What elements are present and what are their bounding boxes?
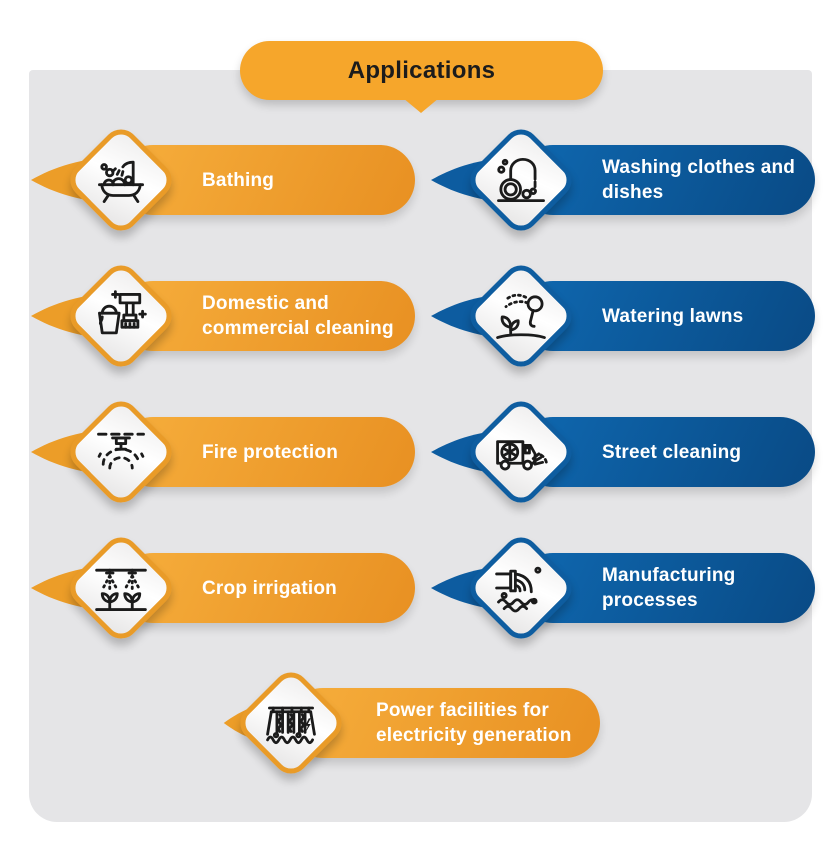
item-label: Power facilities for electricity generat… [376,700,572,746]
item-watering: Watering lawns [430,258,815,374]
item-bathing: Bathing [30,122,415,238]
item-label: Bathing [202,169,275,191]
icon-diamond [63,394,179,510]
sprayer-plant-icon [491,286,551,346]
bucket-brush-icon [91,286,151,346]
item-label: Manufacturing processes [602,565,736,611]
faucet-dishes-icon [491,150,551,210]
item-label: Fire protection [202,441,339,463]
item-label: Watering lawns [602,305,744,327]
sweeper-truck-icon [491,422,551,482]
header-pointer-icon [403,98,439,113]
icon-diamond [63,530,179,646]
hydro-dam-icon [261,693,321,753]
item-street-cleaning: Street cleaning [430,394,815,510]
irrigation-pipe-icon [91,558,151,618]
item-fire-protection: Fire protection [30,394,415,510]
icon-diamond [463,530,579,646]
item-label: Crop irrigation [202,577,337,599]
icon-diamond [463,122,579,238]
item-crop-irrigation: Crop irrigation [30,530,415,646]
item-cleaning: Domestic and commercial cleaning [30,258,415,374]
item-label: Domestic and commercial cleaning [202,293,394,339]
icon-diamond [63,122,179,238]
icon-diamond [63,258,179,374]
item-power-facilities: Power facilities for electricity generat… [223,665,600,781]
waste-pipe-icon [491,558,551,618]
icon-diamond [233,665,349,781]
bathtub-shower-icon [91,150,151,210]
item-manufacturing: Manufacturing processes [430,530,815,646]
icon-diamond [463,258,579,374]
item-label: Washing clothes and dishes [602,157,796,203]
page-title: Applications [347,56,496,84]
fire-sprinkler-icon [91,422,151,482]
item-label: Street cleaning [602,441,742,463]
header-pill: Applications [240,41,603,100]
item-washing: Washing clothes and dishes [430,122,815,238]
icon-diamond [463,394,579,510]
